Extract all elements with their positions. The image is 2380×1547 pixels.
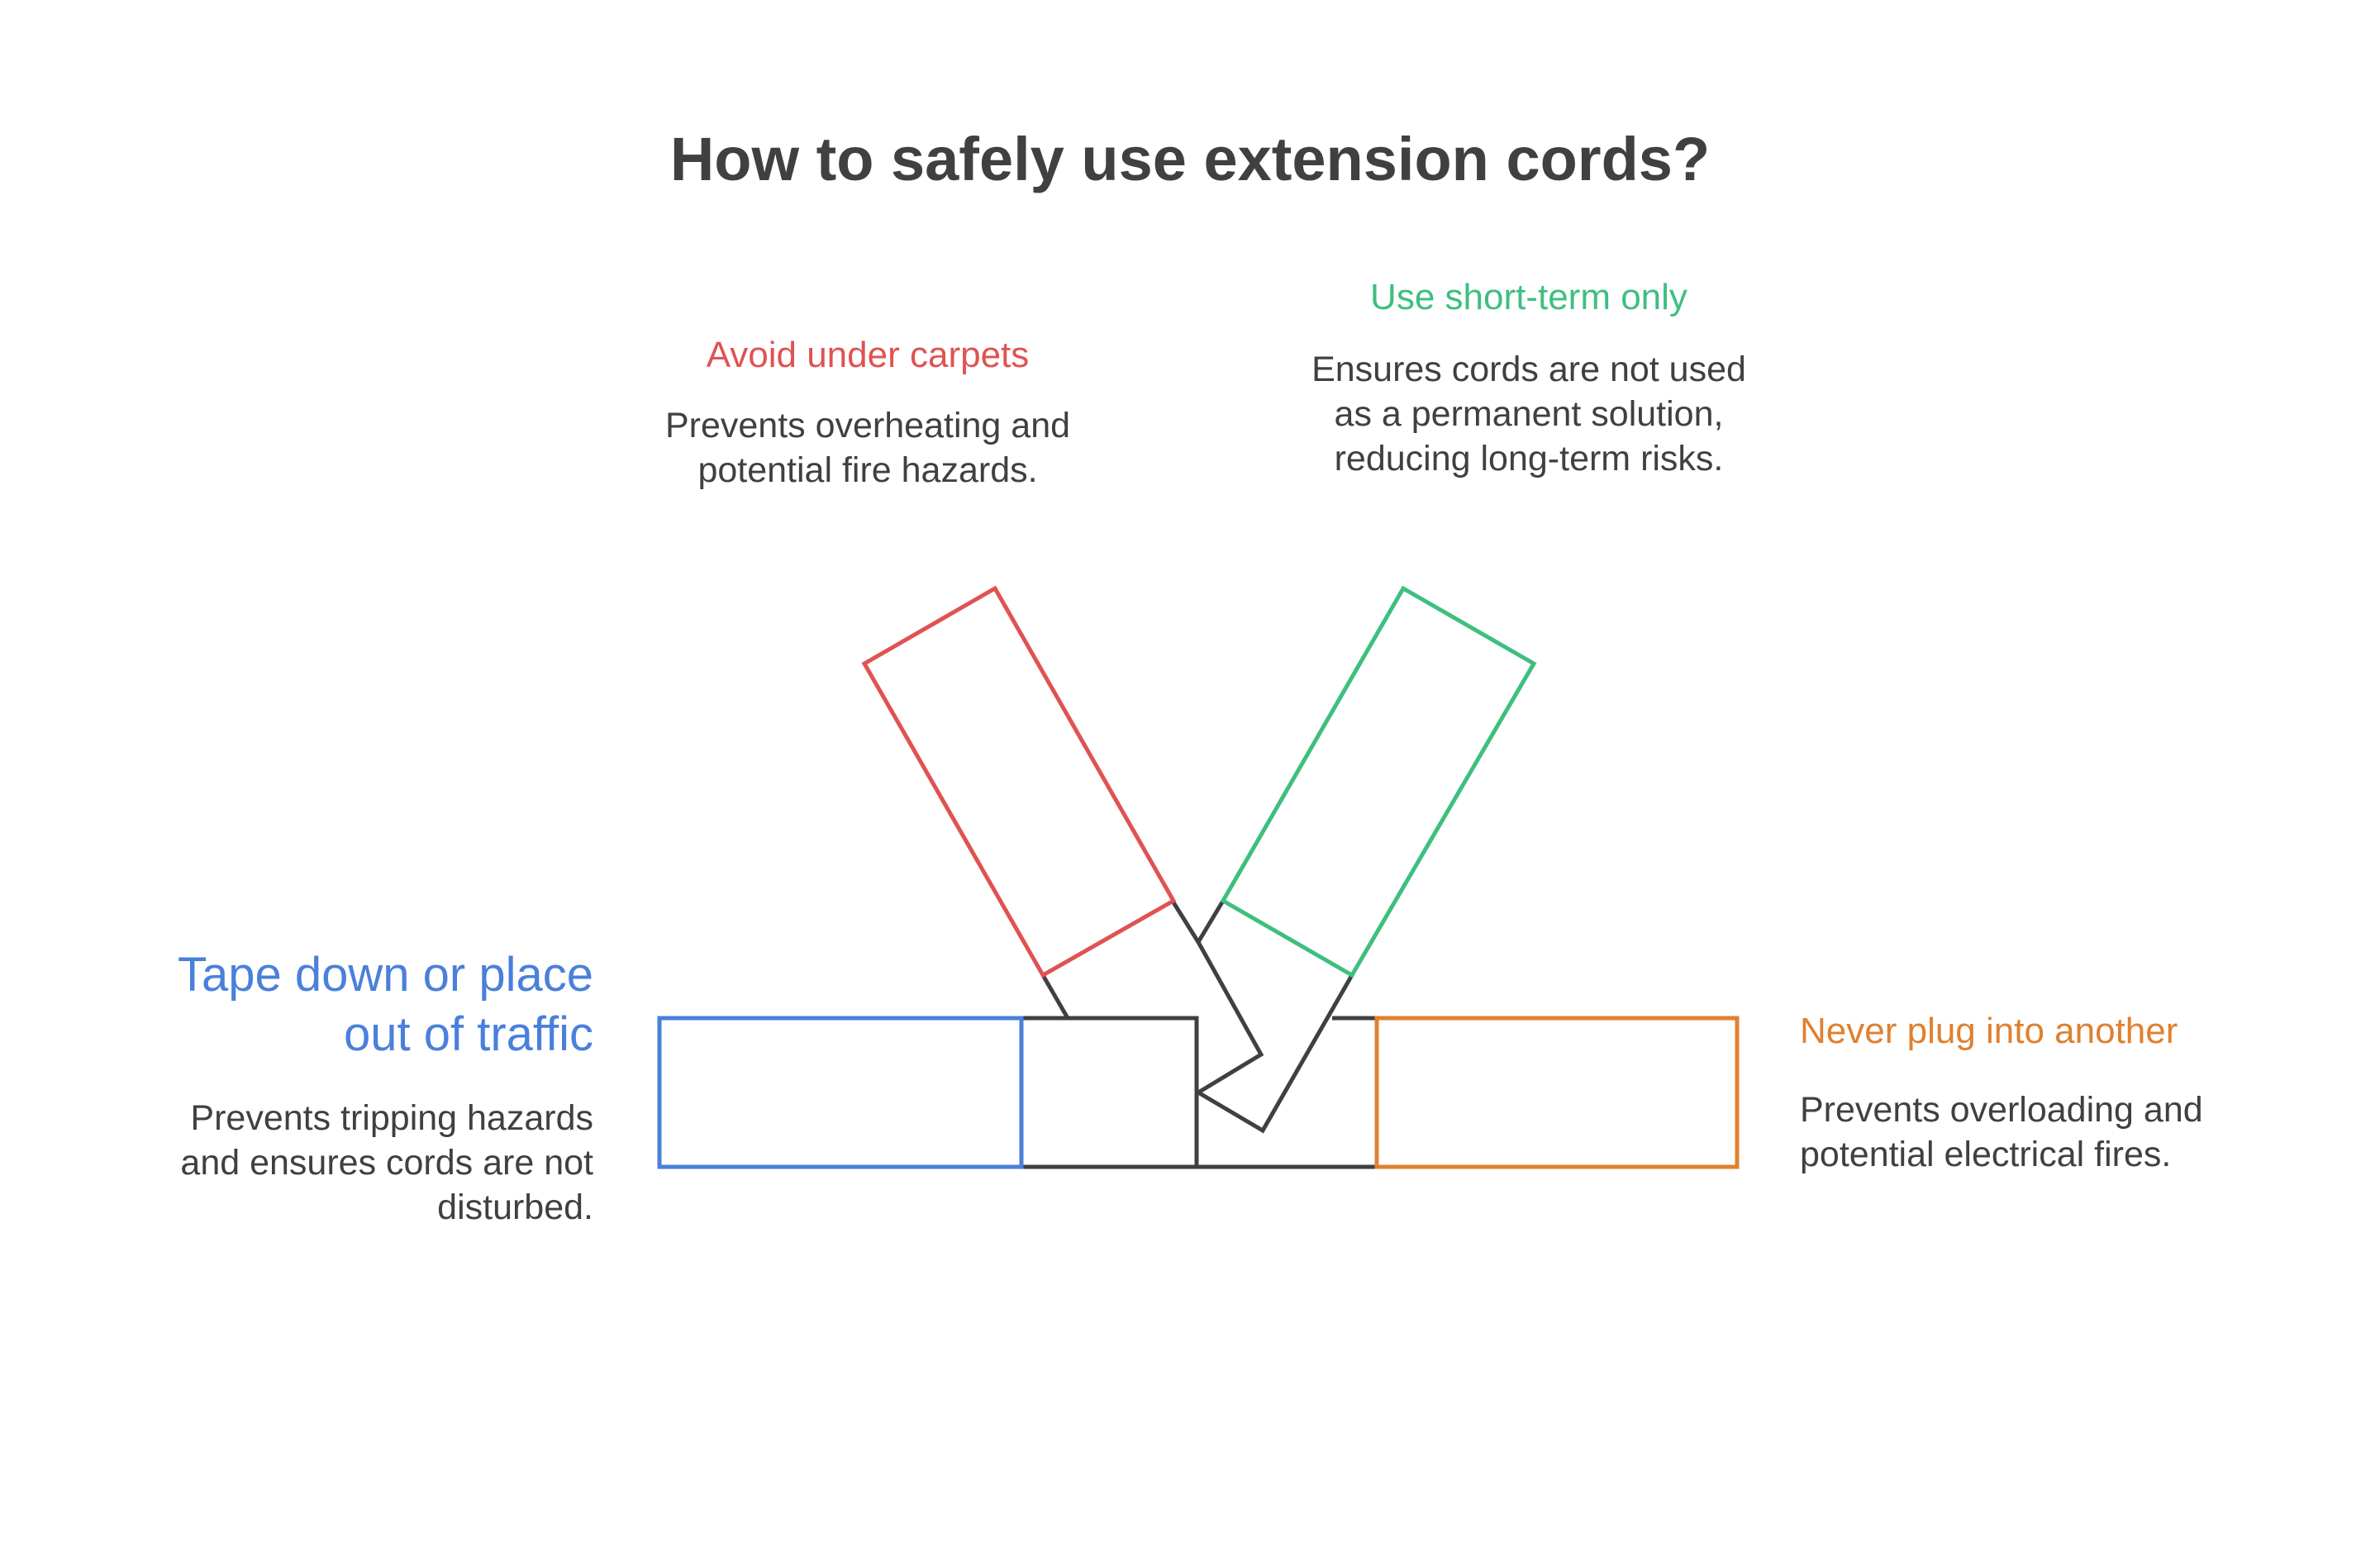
center-link-green-top — [1196, 899, 1226, 944]
item-description: Ensures cords are not used as a permanen… — [1311, 350, 1746, 478]
item-description: Prevents tripping hazards and ensures co… — [180, 1098, 593, 1227]
red-cord-block — [861, 585, 1177, 978]
item-heading: Tape down or place out of traffic — [178, 948, 593, 1061]
center-connector-left — [1021, 1016, 1199, 1169]
item-avoid-under-carpets: Avoid under carpets Prevents overheating… — [595, 332, 1140, 493]
item-description: Prevents overloading and potential elect… — [1800, 1090, 2203, 1174]
item-use-short-term-only: Use short-term only Ensures cords are no… — [1256, 274, 1802, 481]
item-heading: Avoid under carpets — [706, 335, 1030, 375]
green-cord-block — [1220, 585, 1537, 978]
center-link-chevron — [1171, 901, 1264, 1095]
item-tape-down: Tape down or place out of traffic Preven… — [99, 945, 593, 1230]
center-link-left-arm — [1040, 973, 1070, 1020]
item-heading: Use short-term only — [1370, 277, 1687, 317]
blue-cord-block — [657, 1016, 1024, 1169]
page-title: How to safely use extension cords? — [669, 125, 1711, 193]
item-never-plug-into-another: Never plug into another Prevents overloa… — [1800, 1008, 2345, 1177]
item-heading: Never plug into another — [1800, 1011, 2178, 1051]
orange-cord-block — [1374, 1016, 1740, 1169]
center-link-green-bottom — [1197, 973, 1354, 1134]
item-description: Prevents overheating and potential fire … — [664, 406, 1071, 490]
